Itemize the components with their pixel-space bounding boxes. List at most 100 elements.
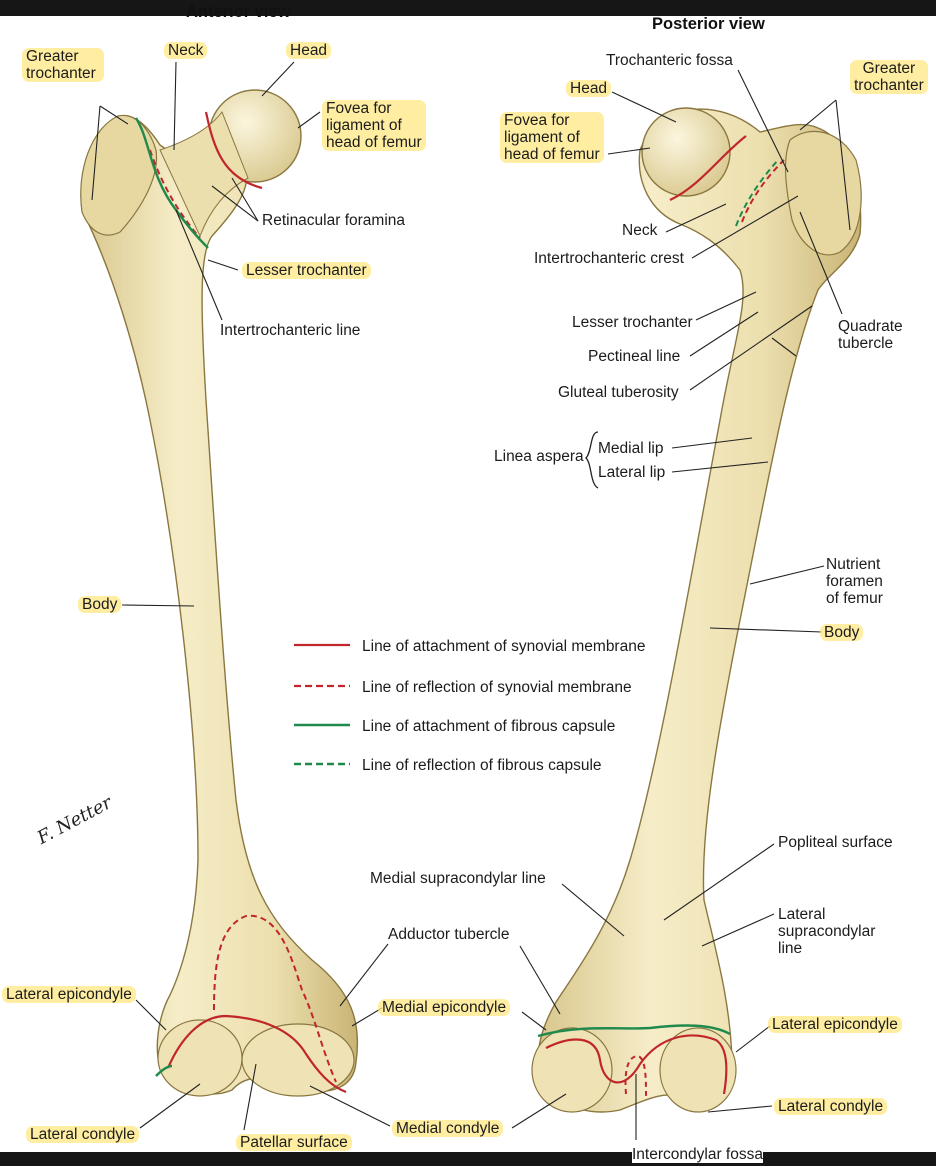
legend-fibrous-attachment: Line of attachment of fibrous capsule [362, 718, 616, 735]
leader-ant-intertrochanteric-line [175, 209, 223, 321]
label-ant-greater-trochanter-text: Greater trochanter [26, 48, 96, 82]
anterior-view-title: Anterior view [186, 3, 291, 21]
leader-post-medial-lip [671, 437, 753, 449]
anterior-femur [80, 89, 359, 1097]
leader-post-adductor-tubercle [519, 945, 561, 1015]
anterior-neck [159, 110, 249, 238]
leader-post-nutrient-foramen [749, 565, 825, 585]
leader-post-popliteal-surface [663, 843, 775, 921]
label-post-quadrate-tubercle: Quadrate tubercle [838, 318, 903, 352]
leader-ant-fovea [297, 111, 321, 129]
anterior-synovial-reflection-knee [213, 914, 337, 1083]
label-post-linea-aspera: Linea aspera [494, 448, 584, 465]
label-ant-medial-condyle: Medial condyle [392, 1120, 504, 1137]
label-post-nutrient-foramen: Nutrient foramen of femur [826, 556, 883, 607]
label-ant-body: Body [78, 596, 122, 613]
posterior-fibrous-reflection-neck [735, 159, 779, 227]
leader-post-greater-trochanter-b [835, 99, 851, 231]
label-ant-lateral-epicondyle: Lateral epicondyle [2, 986, 136, 1003]
leader-ant-medial-epicondyle [351, 1007, 383, 1027]
posterior-fibrous-attachment-knee [537, 1024, 731, 1038]
posterior-lateral-condyle [659, 1027, 737, 1113]
leader-ant-body [121, 604, 195, 607]
leader-post-quadrate-tubercle [799, 211, 843, 315]
label-post-body: Body [820, 624, 864, 641]
leader-post-medial-epicondyle [521, 1011, 547, 1031]
leader-ant-head [261, 61, 295, 97]
label-ant-lateral-condyle: Lateral condyle [26, 1126, 140, 1143]
label-post-lateral-supracondylar-line: Lateral supracondylar line [778, 906, 876, 957]
anterior-synovial-attachment-head [204, 111, 263, 190]
leader-ant-greater-trochanter-a [91, 105, 101, 201]
anterior-greater-trochanter [80, 114, 158, 236]
anterior-synovial-attachment-knee [166, 1014, 347, 1094]
leader-ant-lateral-condyle [139, 1083, 201, 1129]
posterior-femoral-head [641, 107, 731, 197]
leader-post-lateral-epicondyle [735, 1025, 771, 1053]
leader-post-neck [665, 203, 727, 233]
posterior-synovial-reflection-knee [624, 1054, 647, 1097]
label-post-gluteal-tuberosity: Gluteal tuberosity [558, 384, 679, 401]
legend-synovial-reflection: Line of reflection of synovial membrane [362, 679, 632, 696]
label-post-neck: Neck [622, 222, 658, 239]
label-ant-head: Head [286, 42, 332, 59]
anterior-synovial-reflection-neck [149, 149, 201, 239]
label-post-lateral-lip: Lateral lip [598, 464, 666, 481]
leader-ant-patellar-surface [243, 1063, 257, 1131]
legend-synovial-attachment: Line of attachment of synovial membrane [362, 638, 646, 655]
leader-ant-lesser-trochanter [207, 259, 239, 271]
leader-post-lateral-condyle [707, 1105, 773, 1113]
label-post-intertrochanteric-crest: Intertrochanteric crest [534, 250, 684, 267]
leader-ant-retinacular-2 [211, 185, 259, 222]
leader-post-gluteal-tuberosity [689, 305, 813, 391]
anterior-fibrous-attachment [134, 117, 209, 249]
leader-ant-adductor-tubercle [339, 943, 389, 1007]
label-post-lesser-trochanter: Lesser trochanter [572, 314, 693, 331]
label-post-popliteal-surface: Popliteal surface [778, 834, 893, 851]
leader-ant-greater-trochanter-b [99, 105, 129, 125]
leader-post-lateral-supracondylar-line [701, 913, 775, 947]
leader-post-medial-condyle [511, 1093, 567, 1129]
top-frame-bar [0, 0, 936, 16]
anterior-fibrous-knee [155, 1064, 173, 1077]
label-post-lateral-epicondyle: Lateral epicondyle [768, 1016, 902, 1033]
leader-post-intertrochanteric-crest [691, 195, 799, 259]
label-ant-medial-epicondyle: Medial epicondyle [378, 999, 511, 1016]
legend-swatches [294, 643, 350, 766]
label-post-intercondylar-fossa: Intercondylar fossa [632, 1146, 763, 1163]
label-post-greater-trochanter: Greater trochanter [850, 60, 928, 94]
leader-post-lesser-trochanter [695, 291, 757, 321]
leader-post-body [709, 627, 823, 633]
leader-ant-medial-condyle [309, 1085, 391, 1127]
label-post-medial-lip: Medial lip [598, 440, 664, 457]
label-post-trochanteric-fossa: Trochanteric fossa [606, 52, 733, 69]
linea-aspera-brace [585, 431, 599, 489]
label-ant-intertrochanteric-line: Intertrochanteric line [220, 322, 361, 339]
leader-ant-neck [173, 61, 177, 151]
posterior-medial-condyle [531, 1027, 613, 1113]
leader-post-trochanteric-fossa [737, 69, 789, 173]
leader-ant-retinacular-1 [231, 177, 259, 222]
label-post-fovea: Fovea for ligament of head of femur [500, 112, 604, 163]
label-ant-greater-trochanter: Greater trochanter [22, 48, 104, 82]
leader-ant-lateral-epicondyle [135, 999, 167, 1031]
label-ant-patellar-surface: Patellar surface [236, 1134, 352, 1151]
leader-post-lateral-lip [671, 461, 769, 473]
anterior-medial-condyle [241, 1023, 355, 1097]
posterior-synovial-attachment-head [669, 135, 747, 201]
posterior-synovial-attachment-knee [545, 1034, 728, 1095]
leader-post-pectineal-line [689, 311, 759, 357]
label-ant-adductor-tubercle: Adductor tubercle [388, 926, 510, 943]
leader-post-fovea [607, 147, 651, 155]
leader-post-greater-trochanter-a [799, 99, 837, 131]
label-ant-fovea: Fovea for ligament of head of femur [322, 100, 426, 151]
label-ant-lesser-trochanter: Lesser trochanter [242, 262, 371, 279]
leader-post-medial-supracondylar-line [561, 883, 625, 937]
leader-post-gluteal-tuberosity-b [771, 337, 797, 357]
label-ant-neck: Neck [164, 42, 208, 59]
posterior-view-title: Posterior view [652, 15, 765, 33]
leader-lines [91, 61, 851, 1140]
label-post-medial-supracondylar-line: Medial supracondylar line [370, 870, 546, 887]
